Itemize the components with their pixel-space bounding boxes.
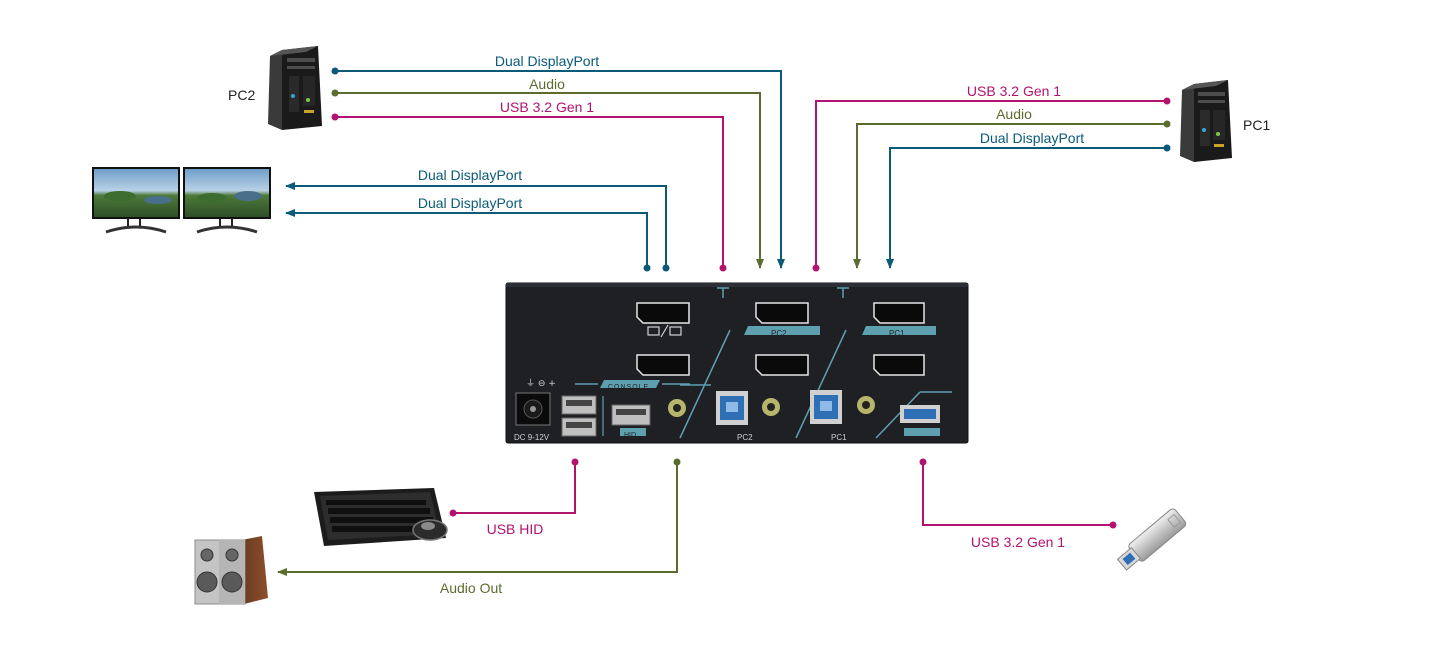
cable-monitor-dp-2 [285,209,648,268]
dp-port-pc1-bottom [873,354,925,376]
hid-silkscreen: HID [624,432,637,439]
usb-flash-drive-icon [1116,508,1187,571]
cable-usb-flash-dot-b [1109,521,1117,529]
cable-pc1-audio [853,123,1167,269]
dp-port-pc2-top [755,302,809,324]
pc1-label-bar [862,326,936,335]
pc2-tower-icon [268,46,322,130]
console-label-bar [600,380,660,388]
cable-monitor-dp-1-dot [662,264,670,272]
dp-port-pc2-bottom [755,354,809,376]
cable-pc2-audio [335,92,764,269]
dp-port-pc1-top [873,302,925,324]
pc1-tower-icon [1180,80,1232,162]
pc2-label-bar [744,326,820,335]
dual-monitor-glyph-icon [647,324,682,338]
cable-pc2-dp [335,70,785,269]
pc1-usb-label: USB 3.2 Gen 1 [966,83,1062,99]
monitor-left-icon [92,167,180,234]
pc2-dp-label: Dual DisplayPort [494,53,600,69]
cable-pc2-audio-dot [331,89,339,97]
pc2-usb-label: USB 3.2 Gen 1 [499,99,595,115]
cable-pc2-dp-dot [331,67,339,75]
pc1-label: PC1 [1243,117,1271,133]
audio-jack-console [668,399,686,417]
cable-usb-hid [453,462,576,514]
console-usb-ports [561,395,597,437]
cable-usb-hid-dot-b [449,509,457,517]
pc1-dp-label: Dual DisplayPort [979,130,1085,146]
monitor-dp-1-label: Dual DisplayPort [417,167,523,183]
monitor-right-icon [183,167,271,234]
cable-audio-out-dot [673,458,681,466]
cable-monitor-dp-1 [285,182,667,268]
cable-pc2-usb-dot-b [719,264,727,272]
svg-text:⏚ ⊖ +: ⏚ ⊖ + [526,378,556,389]
dp-port-console-top [636,302,690,324]
cable-usb-flash-dot-a [919,458,927,466]
cable-pc1-usb-dot-a [1163,97,1171,105]
pc2-audio-label: Audio [529,76,565,92]
cable-monitor-dp-2-dot [643,264,651,272]
pc2-silkscreen-bottom: PC2 [737,433,753,442]
pc2-silkscreen-top: PC2 [771,329,787,338]
console-silkscreen: CONSOLE [608,384,650,391]
speakers-icon [194,536,268,605]
dc-power-jack: ⏚ ⊖ + [515,378,556,426]
kvm-switch-panel: ⏚ ⊖ + [505,282,969,444]
usb3-port [900,405,940,436]
cable-usb-flash [922,462,1113,526]
dp-port-console-bottom [636,354,690,376]
cable-pc2-usb [335,116,724,268]
cable-pc1-audio-dot [1163,120,1171,128]
pc1-silkscreen-bottom: PC1 [831,433,847,442]
audio-jack-pc1 [857,396,875,414]
cable-pc2-usb-dot-a [331,113,339,121]
panel-separators [679,287,952,439]
pc1-audio-label: Audio [996,106,1032,122]
cable-pc1-usb-dot-b [812,264,820,272]
pc2-label: PC2 [228,87,256,103]
usb-hid-label: USB HID [486,521,544,537]
keyboard-mouse-icon [314,488,448,546]
cable-audio-out [277,462,678,576]
audio-out-label: Audio Out [439,580,503,596]
cable-pc1-dp [886,147,1167,269]
usb-b-port-pc1 [810,390,842,424]
monitor-dp-2-label: Dual DisplayPort [417,195,523,211]
usb-flash-label: USB 3.2 Gen 1 [970,534,1066,550]
cable-usb-hid-dot-a [571,458,579,466]
cable-pc1-usb [815,100,1167,268]
cable-pc1-dp-dot [1163,144,1171,152]
pc1-silkscreen-top: PC1 [889,329,905,338]
dc-silkscreen: DC 9-12V [514,433,550,442]
usb-b-port-pc2 [716,391,748,425]
hid-usb-port [611,404,651,436]
audio-jack-pc2 [762,398,780,416]
